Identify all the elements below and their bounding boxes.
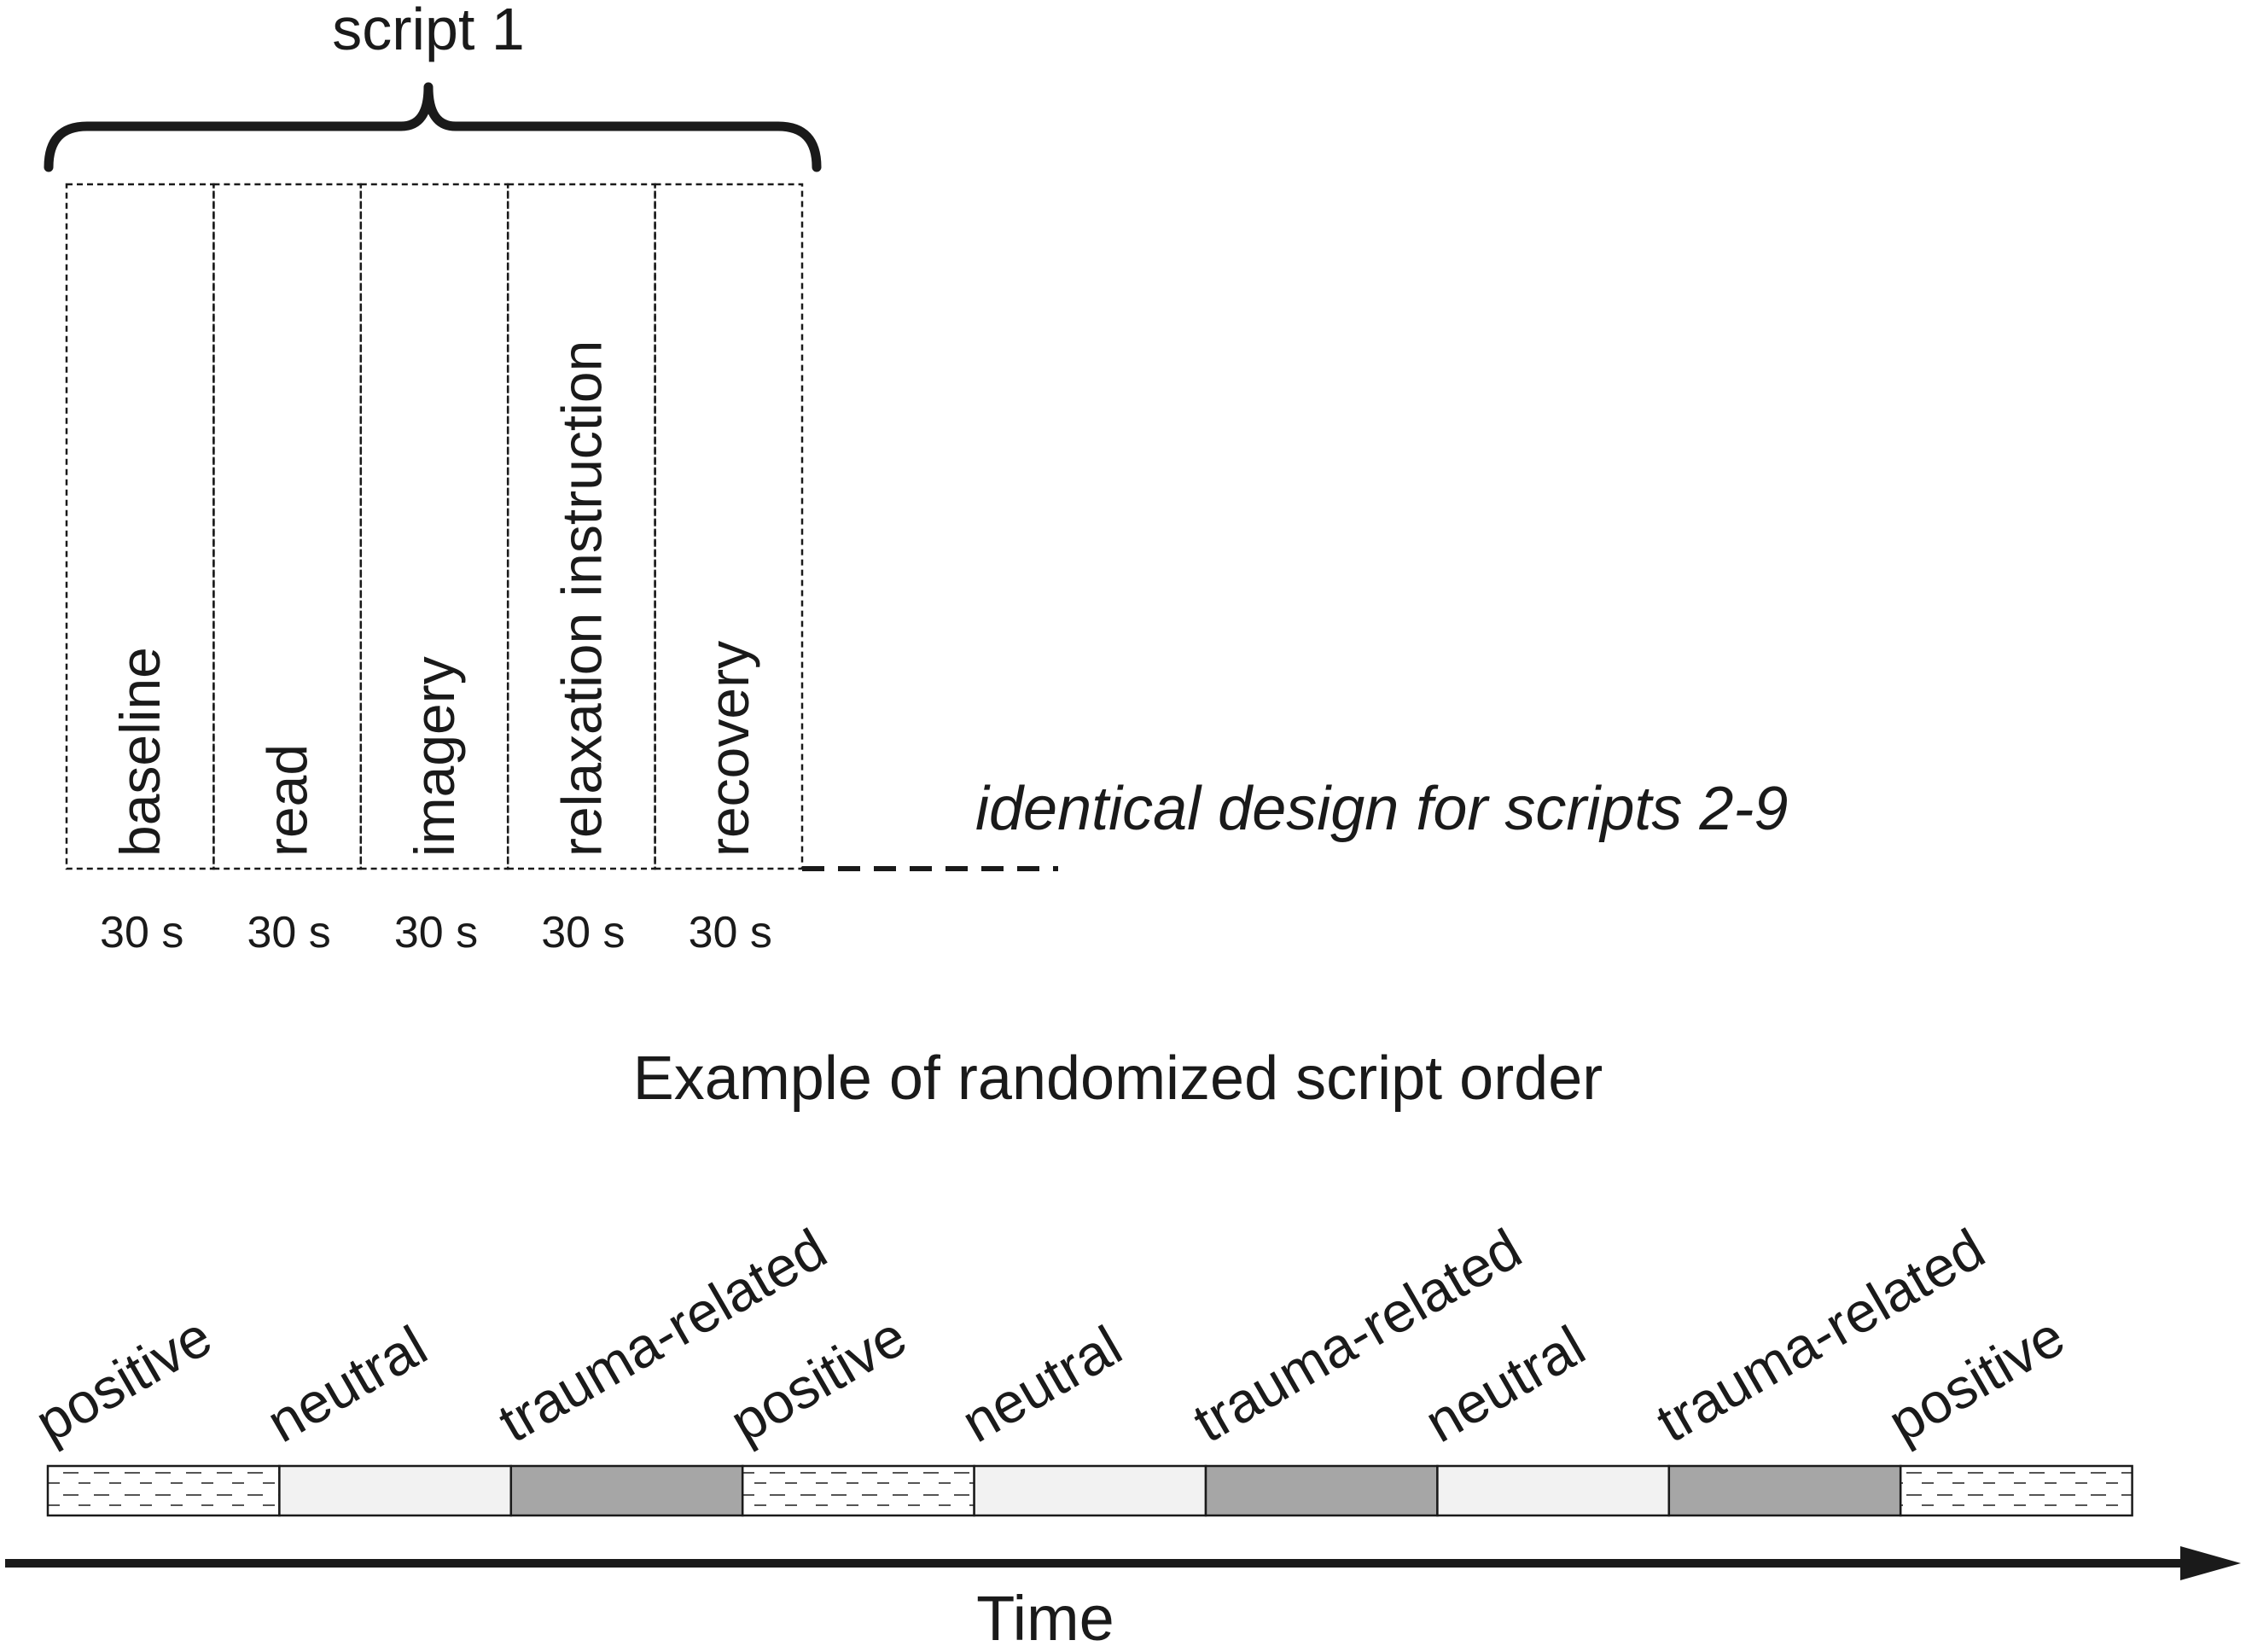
phase-column	[359, 183, 509, 870]
script-type-label: neutral	[951, 1313, 1132, 1454]
script-block: script 1 baseline 30 s read 30 s imagery 30 s…	[44, 0, 1788, 957]
phase-column	[212, 183, 363, 870]
script-type-label: neutral	[256, 1313, 437, 1454]
phase-duration: 30 s	[247, 908, 330, 957]
script-segment-neutral	[1436, 1464, 1671, 1517]
time-arrow	[5, 1546, 2241, 1580]
phase-duration: 30 s	[394, 908, 478, 957]
phase-column	[654, 183, 804, 870]
script-segment-positive	[1899, 1464, 2133, 1517]
phase-label: baseline	[108, 647, 172, 857]
script-title: script 1	[332, 0, 525, 62]
phase-label: imagery	[403, 656, 466, 857]
phase-duration: 30 s	[689, 908, 772, 957]
script-type-label: positive	[1877, 1304, 2074, 1454]
script-segment-trauma	[509, 1464, 744, 1517]
script-segment-trauma	[1204, 1464, 1439, 1517]
phase-columns: baseline 30 s read 30 s imagery 30 s relaxatio…	[65, 183, 804, 957]
phase-label: recovery	[697, 641, 760, 857]
script-type-label: positive	[719, 1304, 916, 1454]
script-segment-neutral	[973, 1464, 1207, 1517]
script-segment-trauma	[1667, 1464, 1902, 1517]
script-type-label: positive	[25, 1304, 222, 1454]
phase-duration: 30 s	[100, 908, 183, 957]
script-segment-neutral	[278, 1464, 513, 1517]
phase-column	[506, 183, 656, 870]
script-segment-positive	[741, 1464, 975, 1517]
script-brace	[44, 82, 822, 172]
phase-duration: 30 s	[541, 908, 625, 957]
phase-label: read	[256, 744, 319, 857]
phase-column	[65, 183, 215, 870]
time-axis-label: Time	[976, 1583, 1114, 1652]
sequence-section: Example of randomized script order posit…	[5, 1044, 2241, 1652]
script-type-label: neutral	[1414, 1313, 1595, 1454]
sequence-title: Example of randomized script order	[633, 1044, 1603, 1113]
phase-label: relaxation instruction	[550, 340, 613, 857]
continuation-note: identical design for scripts 2-9	[975, 775, 1788, 843]
script-segment-positive	[46, 1464, 281, 1517]
